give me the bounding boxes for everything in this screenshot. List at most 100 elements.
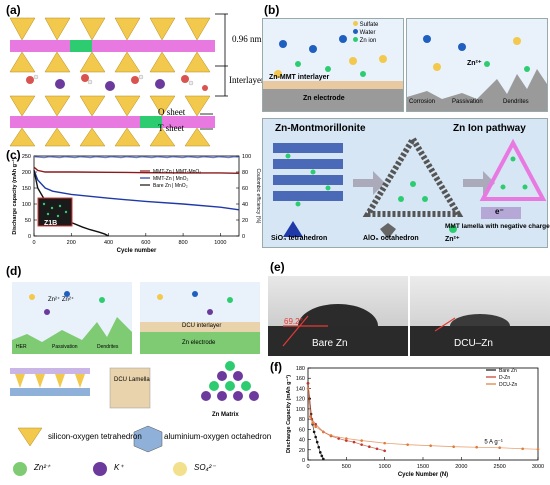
- passivation-label: Passivation: [452, 99, 483, 105]
- dcu-label: DCU–Zn: [454, 338, 493, 349]
- y-tick-label: 100: [22, 202, 31, 208]
- d-interlayer-label: DCU interlayer: [182, 323, 222, 329]
- panel-d: (d) Zn²⁺ Zn²⁺ HER Passivation Dendrites …: [0, 262, 275, 485]
- x-tick-label: 3000: [532, 464, 544, 470]
- y-tick-label: 50: [25, 218, 31, 224]
- y2-tick-label: 100: [242, 154, 251, 160]
- coulombic-efficiency-line: [33, 156, 240, 159]
- layered-stack: [273, 143, 343, 207]
- x-tick-label: 0: [306, 464, 309, 470]
- legend-entry-2: Bare Zn | MnO₂: [153, 183, 188, 189]
- top-t-sheet: [9, 17, 211, 41]
- lamella-label: MMT lamella with negative charge: [445, 223, 550, 230]
- plot-frame: [33, 155, 240, 237]
- panel-e: (e) 69.2° Bare Zn DCU–Zn: [268, 258, 550, 358]
- sio4-icon: [283, 221, 303, 237]
- x-tick-label: 2500: [494, 464, 506, 470]
- bare-label: Bare Zn: [312, 338, 348, 349]
- octa-label: aluminium-oxygen octahedron: [164, 432, 272, 441]
- zn-matrix-pyramid: [201, 361, 259, 401]
- electron-label: e⁻: [495, 207, 504, 216]
- panel-b-label: (b): [264, 3, 280, 17]
- y2-axis-label: Coulombic efficiency (%): [255, 169, 261, 224]
- y-tick-label: 60: [299, 427, 305, 433]
- zn-ion-label: Zn²⁺: [467, 60, 482, 67]
- y-axis-label: Discharge Capacity (mAh g⁻¹): [285, 375, 292, 453]
- legend-entry-2: DCU-Zn: [499, 382, 518, 388]
- inset-dot: [56, 214, 60, 218]
- octa-icon: [133, 425, 163, 453]
- x-tick-label: 200: [67, 240, 76, 246]
- y-axis-label: Discharge capacity (mAh g⁻¹): [11, 157, 18, 234]
- angle-label: 69.2°: [284, 317, 303, 326]
- contact-angle-dcu: DCU–Zn: [410, 276, 550, 356]
- legend-entry-1: MMT-Zn | MnO₂: [153, 176, 189, 182]
- x-tick-label: 0: [32, 240, 35, 246]
- legend: Sulfate Water Zn ion: [353, 21, 378, 45]
- d-legend-icons: [13, 462, 187, 476]
- montmorillonite-title: Zn-Montmorillonite: [275, 123, 366, 134]
- series-line-1: [33, 170, 240, 211]
- panel-a: (a): [0, 0, 275, 148]
- series-point-1: [306, 382, 310, 385]
- bottom-t-sheet: [9, 95, 211, 117]
- o-sheet-label: O sheet: [158, 107, 186, 117]
- triangle-assembly: [362, 133, 464, 217]
- d-passivation-label: Passivation: [52, 344, 78, 350]
- y-tick-label: 200: [22, 170, 31, 176]
- series-point-1: [383, 449, 386, 453]
- inset-dot: [42, 202, 46, 206]
- panel-e-label: (e): [270, 260, 285, 274]
- contact-angle-bare: 69.2° Bare Zn: [268, 276, 408, 356]
- bottom-o-sheet: [10, 116, 215, 128]
- legend-entry-0: MMT-Zn | MMT-MnO₂: [153, 169, 201, 175]
- zn2-label: Zn²⁺: [34, 463, 51, 472]
- y-tick-label: 120: [296, 397, 305, 403]
- her-label: HER: [16, 344, 27, 350]
- alo6-label: AlO₆ octahedron: [363, 235, 419, 242]
- x-tick-label: 2000: [455, 464, 467, 470]
- zn2-label: Zn²⁺: [445, 236, 460, 243]
- d-ion-label: Zn²⁺ Zn²⁺: [48, 297, 75, 303]
- dcu-scene: DCU interlayer Zn electrode: [140, 282, 260, 354]
- y-tick-label: 0: [28, 234, 31, 240]
- bare-zn-scene: Zn²⁺ Zn²⁺ HER Passivation Dendrites: [12, 282, 132, 354]
- y-tick-label: 100: [296, 407, 305, 413]
- panel-f-label: (f): [270, 360, 282, 374]
- tetra-icon: [17, 427, 43, 447]
- legend-entry-1: D-Zn: [499, 375, 510, 381]
- y-tick-label: 160: [296, 376, 305, 382]
- y-tick-label: 40: [299, 438, 305, 444]
- y2-tick-label: 20: [242, 218, 248, 224]
- x-tick-label: 500: [342, 464, 351, 470]
- montmorillonite-box: Zn-Montmorillonite Zn Ion pathway: [262, 118, 550, 248]
- interlayer-label: Interlayer: [229, 75, 264, 85]
- y-tick-label: 20: [299, 448, 305, 454]
- series-line-0: [33, 166, 240, 174]
- x-tick-label: 400: [104, 240, 113, 246]
- tetra-label: silicon-oxygen tetrahedron: [48, 432, 142, 441]
- inset-dot: [46, 212, 50, 216]
- y2-tick-label: 40: [242, 202, 248, 208]
- legend-zn-ion: Zn ion: [359, 38, 377, 44]
- series-line-1: [307, 383, 385, 452]
- y-tick-label: 180: [296, 366, 305, 372]
- lamella-label: DCU Lamella: [114, 377, 150, 383]
- panel-b: (b) Sulfate Water Zn ion Zn-MMT interlay…: [258, 0, 550, 250]
- y-tick-label: 0: [302, 458, 305, 464]
- matrix-label: Zn Matrix: [212, 412, 239, 418]
- series-point-2: [536, 447, 540, 451]
- y2-tick-label: 80: [242, 170, 248, 176]
- panel-a-label: (a): [6, 3, 21, 17]
- zn-ion-icon: [449, 225, 457, 233]
- t-sheet-label: T sheet: [158, 123, 185, 133]
- spacing-label: 0.96 nm: [232, 34, 262, 44]
- inset-label: Z1B: [44, 220, 58, 227]
- legend-sulfate: Sulfate: [359, 22, 379, 28]
- x-tick-label: 1000: [379, 464, 391, 470]
- rate-annotation: 5 A g⁻¹: [484, 440, 503, 446]
